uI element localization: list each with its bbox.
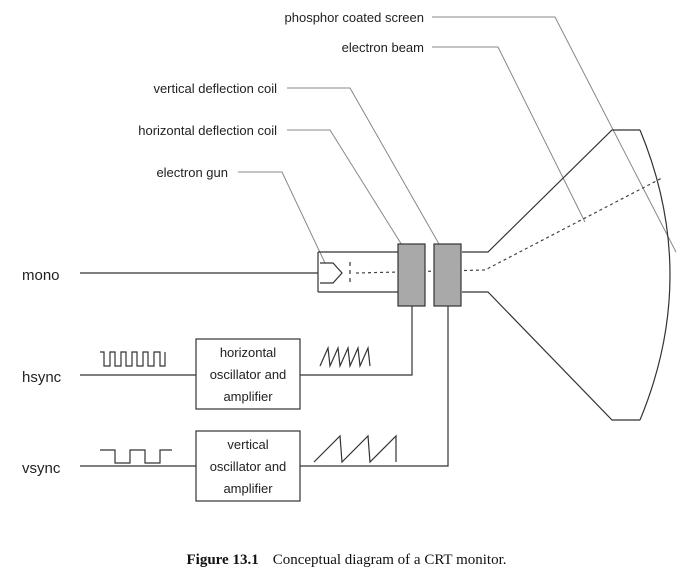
- label-electron-beam: electron beam: [342, 40, 424, 55]
- figure-number: Figure 13.1: [186, 552, 259, 568]
- vsync-pulse-icon: [100, 449, 172, 464]
- hsync-pulse-icon: [100, 351, 166, 367]
- h-sawtooth-icon: [319, 345, 371, 369]
- h-box-line1: horizontal: [220, 345, 276, 360]
- v-box-line1: vertical: [227, 437, 268, 452]
- label-horizontal-coil: horizontal deflection coil: [138, 123, 277, 138]
- signal-label-hsync: hsync: [22, 369, 62, 386]
- leader-lines: [238, 16, 677, 264]
- signal-label-mono: mono: [22, 267, 60, 284]
- crt-tube: [317, 129, 671, 421]
- v-box-line2: oscillator and: [210, 459, 287, 474]
- signal-label-vsync: vsync: [22, 460, 61, 477]
- horizontal-deflection-coil: [397, 243, 426, 307]
- figure-caption: Figure 13.1 Conceptual diagram of a CRT m…: [0, 552, 693, 569]
- h-box-line2: oscillator and: [210, 367, 287, 382]
- v-sawtooth-icon: [313, 434, 397, 464]
- horizontal-oscillator-box: [195, 338, 301, 410]
- label-vertical-coil: vertical deflection coil: [153, 81, 277, 96]
- label-phosphor-screen: phosphor coated screen: [285, 10, 424, 25]
- hsync-out-line: [300, 306, 413, 376]
- vsync-out-line: [300, 306, 449, 467]
- v-box-line3: amplifier: [223, 481, 273, 496]
- label-electron-gun: electron gun: [156, 165, 228, 180]
- electron-gun-icon: [320, 262, 351, 284]
- figure-caption-text: Conceptual diagram of a CRT monitor.: [272, 552, 507, 568]
- h-box-line3: amplifier: [223, 389, 273, 404]
- vertical-deflection-coil: [433, 243, 462, 307]
